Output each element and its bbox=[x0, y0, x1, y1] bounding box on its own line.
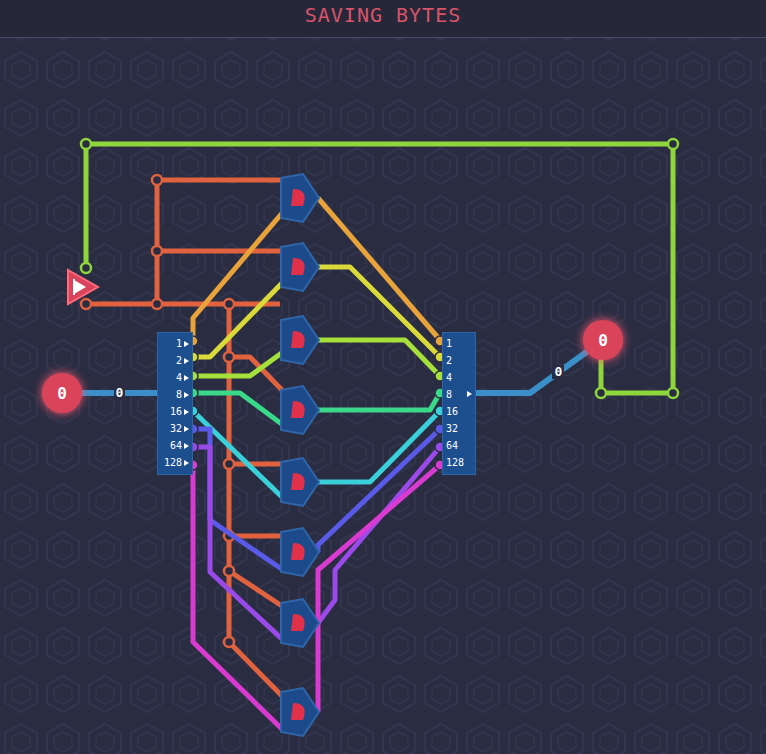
register-led bbox=[291, 401, 305, 418]
pin-arrow bbox=[184, 358, 189, 364]
bit-wire bbox=[193, 198, 440, 730]
pin-arrow bbox=[184, 409, 189, 415]
register-led bbox=[291, 258, 305, 275]
register-led bbox=[291, 703, 305, 720]
pin-value: 0 bbox=[57, 384, 67, 403]
pin-arrow bbox=[184, 443, 189, 449]
trigger-input bbox=[68, 270, 98, 304]
bit-label: 1 bbox=[176, 338, 182, 350]
bit-label: 128 bbox=[446, 457, 464, 469]
control-wire bbox=[86, 180, 282, 696]
register-led bbox=[291, 473, 305, 490]
pin-arrow bbox=[184, 341, 189, 347]
pin-arrow bbox=[184, 426, 189, 432]
bit-label: 16 bbox=[446, 406, 458, 418]
bit-label: 1 bbox=[446, 338, 452, 350]
input-pin: 0 bbox=[42, 373, 82, 413]
output-arrow bbox=[467, 391, 472, 397]
level-title: SAVING BYTES bbox=[0, 0, 766, 37]
bit-label: 4 bbox=[176, 372, 182, 384]
register-body bbox=[281, 174, 319, 222]
bit-label: 128 bbox=[164, 457, 182, 469]
register-component bbox=[281, 174, 319, 736]
wire-value: 0 bbox=[114, 386, 126, 400]
byte-splitter: 1 2 4 8 16 32 64 128 bbox=[157, 332, 193, 475]
pin-value: 0 bbox=[598, 331, 608, 350]
pin-arrow bbox=[184, 460, 189, 466]
register-body bbox=[281, 688, 319, 736]
data-wire bbox=[476, 352, 587, 393]
bit-label: 64 bbox=[446, 440, 458, 452]
byte-maker: 1 2 4 8 16 32 64 128 bbox=[442, 332, 476, 475]
register-led bbox=[291, 189, 305, 206]
bit-label: 8 bbox=[176, 389, 182, 401]
pin-arrow bbox=[184, 392, 189, 398]
bit-label: 16 bbox=[170, 406, 182, 418]
bit-label: 8 bbox=[446, 389, 452, 401]
bit-label: 2 bbox=[446, 355, 452, 367]
register-led bbox=[291, 614, 305, 631]
hex-grid bbox=[0, 38, 766, 754]
register-body bbox=[281, 599, 319, 647]
bit-label: 64 bbox=[170, 440, 182, 452]
register-body bbox=[281, 316, 319, 364]
register-led bbox=[291, 543, 305, 560]
register-body bbox=[281, 386, 319, 434]
register-led bbox=[291, 331, 305, 348]
wire-value: 0 bbox=[552, 365, 564, 379]
register-body bbox=[281, 528, 319, 576]
output-pin: 0 bbox=[583, 320, 623, 360]
bit-label: 2 bbox=[176, 355, 182, 367]
register-body bbox=[281, 458, 319, 506]
bit-label: 4 bbox=[446, 372, 452, 384]
pin-arrow bbox=[184, 375, 189, 381]
register-body bbox=[281, 243, 319, 291]
bit-label: 32 bbox=[446, 423, 458, 435]
bit-label: 32 bbox=[170, 423, 182, 435]
